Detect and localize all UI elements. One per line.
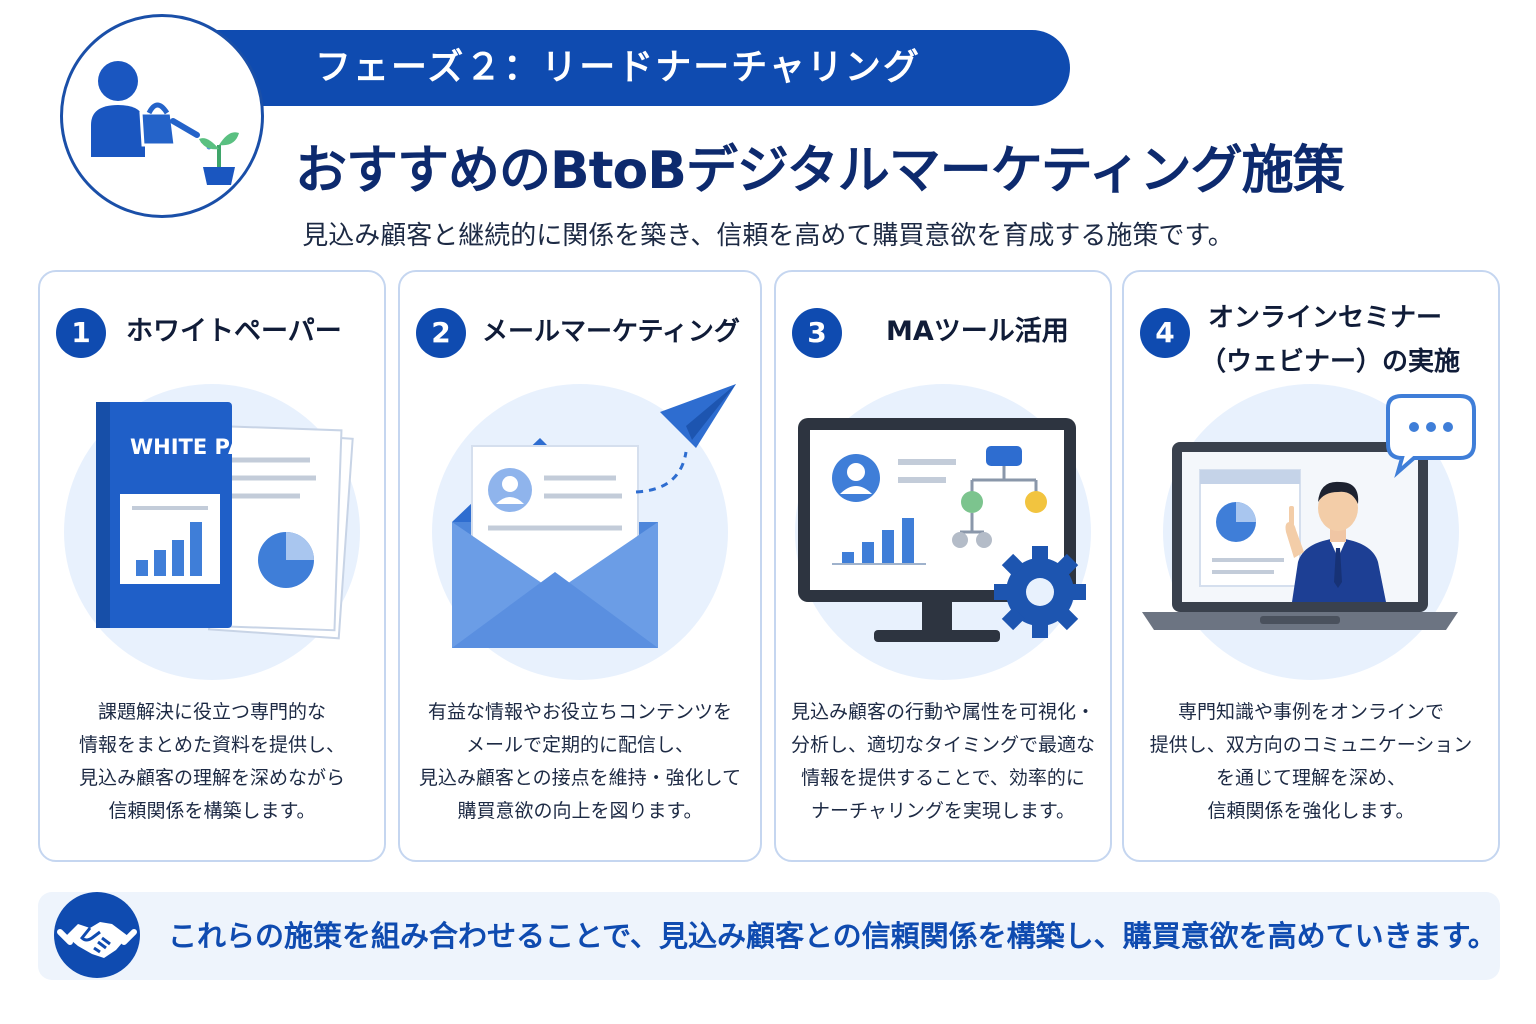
card-title: ホワイトペーパー (126, 316, 342, 347)
white-paper-icon: WHITE PAPER (40, 382, 384, 682)
card-webinar: 4 オンラインセミナー （ウェビナー）の実施 (1122, 270, 1500, 862)
footer-summary: これらの施策を組み合わせることで、見込み顧客との信頼関係を構築し、購買意欲を高め… (38, 892, 1500, 980)
card-email-marketing: 2 メールマーケティング (398, 270, 762, 862)
phase-banner: フェーズ２：リードナーチャリング (190, 30, 1070, 106)
white-paper-book-label: WHITE PAPER (130, 435, 290, 459)
page-title: おすすめのBtoBデジタルマーケティング施策 (295, 141, 1345, 201)
monitor-dashboard-icon (776, 382, 1110, 682)
card-number-badge: 4 (1140, 308, 1190, 358)
card-ma-tool: 3 MAツール活用 (774, 270, 1112, 862)
handshake-icon (54, 892, 140, 978)
card-description: 専門知識や事例をオンラインで 提供し、双方向のコミュニケーション を通じて理解を… (1149, 701, 1473, 822)
card-description: 課題解決に役立つ専門的な 情報をまとめた資料を提供し、 見込み顧客の理解を深めな… (78, 701, 345, 822)
card-description: 有益な情報やお役立ちコンテンツを メールで定期的に配信し、 見込み顧客との接点を… (418, 701, 742, 822)
phase-label: フェーズ２：リードナーチャリング (315, 47, 921, 88)
person-watering-plant-icon (60, 14, 264, 218)
email-envelope-icon (400, 382, 760, 682)
card-title: オンラインセミナー （ウェビナー）の実施 (1200, 303, 1461, 377)
card-title: MAツール活用 (886, 316, 1069, 347)
laptop-webinar-icon (1124, 382, 1498, 682)
card-number-badge: 2 (416, 308, 466, 358)
card-description: 見込み顧客の行動や属性を可視化・ 分析し、適切なタイミングで最適な 情報を提供す… (790, 701, 1095, 822)
paper-plane-icon (660, 384, 736, 448)
card-white-paper: 1 ホワイトペーパー WHITE PAPER 課題解決に役立つ専門的な (38, 270, 386, 862)
card-title: メールマーケティング (482, 317, 740, 347)
footer-text: これらの施策を組み合わせることで、見込み顧客との信頼関係を構築し、購買意欲を高め… (168, 919, 1497, 953)
chat-bubble-icon (1386, 394, 1476, 478)
card-number-badge: 1 (56, 308, 106, 358)
page-subtitle: 見込み顧客と継続的に関係を築き、信頼を高めて購買意欲を育成する施策です。 (302, 221, 1234, 251)
card-number-badge: 3 (792, 308, 842, 358)
gear-icon (994, 546, 1086, 638)
